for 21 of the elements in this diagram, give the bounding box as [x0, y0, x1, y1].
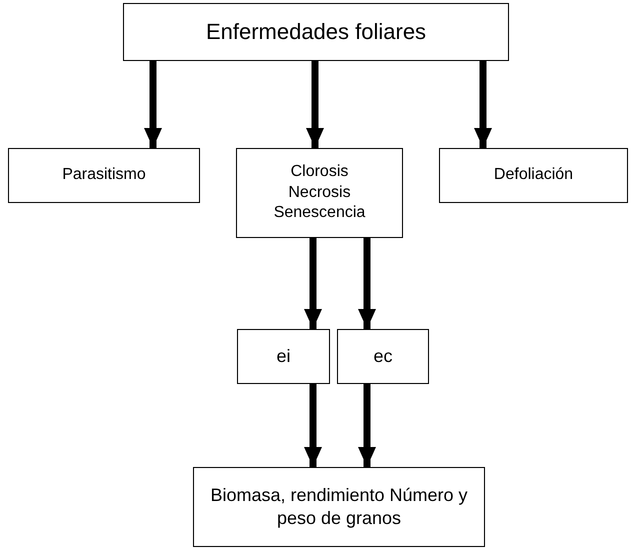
arrow [144, 61, 162, 148]
box-label: ec [373, 344, 392, 368]
text-box [8, 148, 200, 203]
text-box [439, 148, 628, 203]
arrow [358, 384, 376, 467]
arrow [304, 384, 322, 467]
box-label: Defoliación [494, 165, 574, 186]
box-label: Parasitismo [62, 165, 146, 186]
box-label: Clorosis Necrosis Senescencia [272, 162, 366, 224]
box-label: Enfermedades foliares [206, 18, 426, 46]
arrow [304, 238, 322, 329]
text-box [337, 329, 429, 384]
arrow [358, 238, 376, 329]
text-box [123, 3, 509, 61]
box-label: ei [276, 344, 290, 368]
arrow [474, 61, 492, 148]
arrow [306, 61, 324, 148]
text-box [236, 148, 403, 238]
text-box [237, 329, 330, 384]
box-label: Biomasa, rendimiento Número y peso de granos [209, 484, 469, 530]
text-box [193, 467, 485, 547]
